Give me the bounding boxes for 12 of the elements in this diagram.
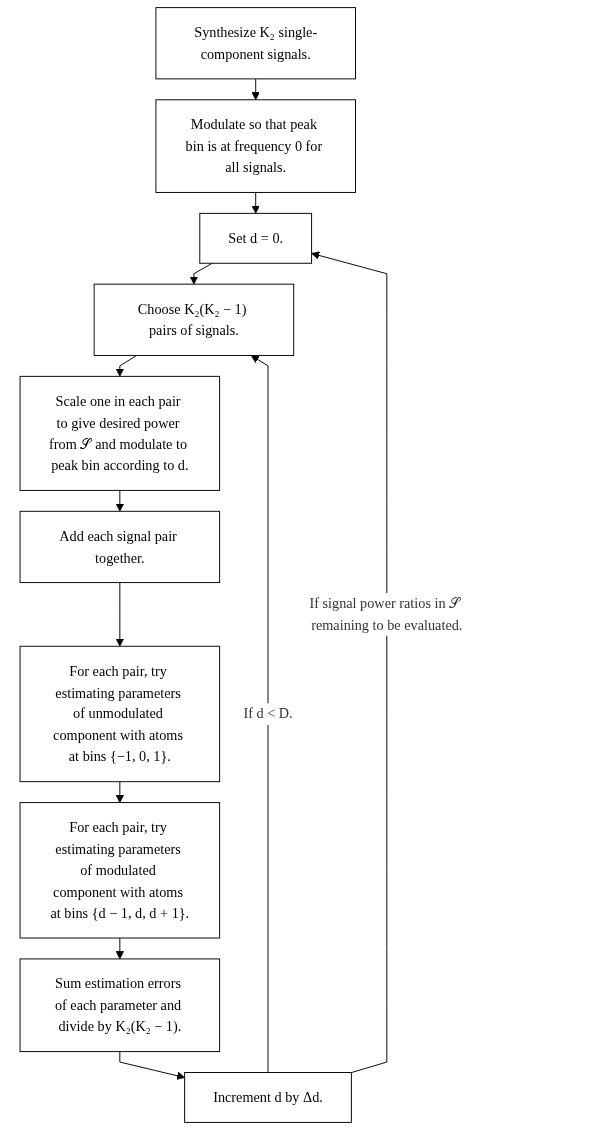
node-box: Choose K₂(K₂ − 1) pairs of signals. xyxy=(93,283,295,356)
edge-label: If signal power ratios in 𝒮 remaining to be evaluated. xyxy=(309,595,463,633)
node-box: Sum estimation errors of each parameter and divide by K₂(K₂ − 1). xyxy=(19,958,221,1053)
node-box: Set d = 0. xyxy=(199,212,313,264)
node-box: For each pair, try estimating parameters of modulated component with atoms at bins {d − 1, d, d + 1}. xyxy=(19,802,221,939)
node-box: Increment d by Δd. xyxy=(184,1072,352,1123)
node-box: Synthesize K₂ single-component signals. xyxy=(155,7,356,80)
node-box: For each pair, try estimating parameters of unmodulated component with atoms at bins {−1, 0, 1}. xyxy=(19,645,221,783)
node-box: Scale one in each pair to give desired power from 𝒮 and modulate to peak bin according to d. xyxy=(19,375,221,491)
node-box: Add each signal pair together. xyxy=(19,510,221,584)
edge-label: If d < D. xyxy=(243,706,293,722)
node-box: Modulate so that peak bin is at frequency 0 for all signals. xyxy=(155,99,356,193)
